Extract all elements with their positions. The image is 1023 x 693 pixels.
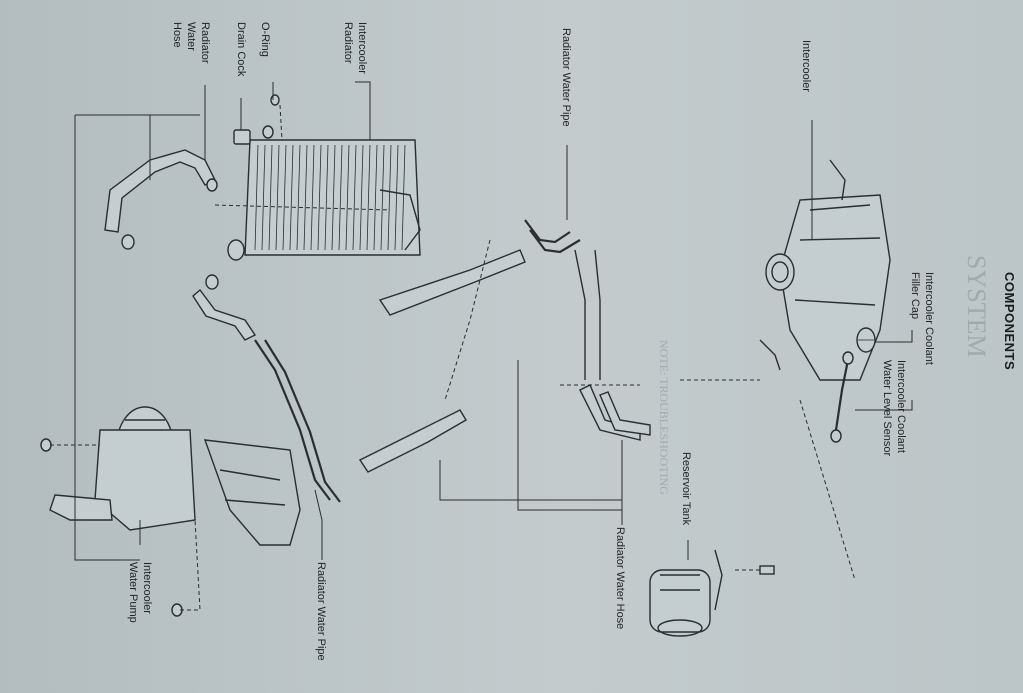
radiator-fin	[373, 144, 378, 251]
radiator-fin	[254, 144, 259, 251]
water-level-sensor	[830, 351, 854, 443]
label-water-pump-1: Intercooler	[141, 562, 153, 614]
label-reservoir-tank: Reservoir Tank	[680, 452, 692, 526]
filler-cap	[856, 327, 876, 353]
radiator-fin	[345, 144, 350, 251]
label-filler-cap-2: Filler Cap	[909, 272, 921, 319]
water-pump	[40, 406, 196, 617]
radiator-fin	[289, 144, 294, 251]
label-intercooler: Intercooler	[800, 40, 812, 92]
radiator-fin	[317, 144, 322, 251]
label-intercooler-radiator-1: Intercooler	[356, 22, 368, 74]
bleed-through-title: SYSTEM	[962, 255, 991, 358]
radiator-fin	[331, 144, 336, 251]
intercooler-radiator-core	[227, 139, 421, 261]
radiator-fin	[401, 144, 406, 251]
label-radiator-water-hose-left-2: Water	[185, 22, 197, 51]
bleed-through-note: NOTE: TROUBLESHOOTING	[657, 340, 671, 495]
radiator-fin	[268, 144, 273, 251]
radiator-fin	[359, 144, 364, 251]
reservoir-tank	[649, 549, 775, 637]
radiator-fin	[261, 144, 266, 251]
lower-hose	[192, 274, 257, 341]
radiator-fin	[282, 144, 287, 251]
radiator-fin	[324, 144, 329, 251]
radiator-fin	[387, 144, 392, 251]
page-heading: COMPONENTS	[1002, 272, 1017, 370]
dashed-guides	[50, 104, 856, 611]
radiator-water-pipe-top	[358, 219, 581, 473]
label-level-sensor-2: Water Level Sensor	[881, 360, 893, 457]
radiator-fin	[310, 144, 315, 251]
radiator-fin	[380, 144, 385, 251]
leader-lines	[74, 81, 913, 561]
radiator-fin	[366, 144, 371, 251]
label-drain-cock: Drain Cock	[235, 22, 247, 77]
radiator-fin	[275, 144, 280, 251]
label-filler-cap-1: Intercooler Coolant	[923, 272, 935, 365]
radiator-water-pipe-bottom	[203, 339, 341, 546]
radiator-water-hose-left	[104, 149, 218, 250]
label-radiator-water-hose-left-3: Hose	[171, 22, 183, 48]
radiator-water-hose-right	[574, 249, 651, 441]
o-ring-part	[262, 94, 280, 139]
drain-cock-part	[233, 129, 251, 145]
label-radiator-water-hose-left-1: Radiator	[199, 22, 211, 64]
label-radiator-water-pipe-top: Radiator Water Pipe	[560, 28, 572, 127]
label-radiator-water-hose-right: Radiator Water Hose	[614, 527, 626, 629]
radiator-fin	[394, 144, 399, 251]
label-o-ring: O-Ring	[259, 22, 271, 57]
callout-labels: Intercooler Radiator Water Pipe Intercoo…	[127, 22, 935, 661]
label-water-pump-2: Water Pump	[127, 562, 139, 623]
label-intercooler-radiator-2: Radiator	[342, 22, 354, 64]
radiator-fin	[352, 144, 357, 251]
radiator-fin	[303, 144, 308, 251]
label-radiator-water-pipe-bottom: Radiator Water Pipe	[315, 562, 327, 661]
radiator-fin	[338, 144, 343, 251]
label-level-sensor-1: Intercooler Coolant	[895, 360, 907, 453]
bleed-through: SYSTEM NOTE: TROUBLESHOOTING	[657, 255, 991, 495]
radiator-fin	[296, 144, 301, 251]
